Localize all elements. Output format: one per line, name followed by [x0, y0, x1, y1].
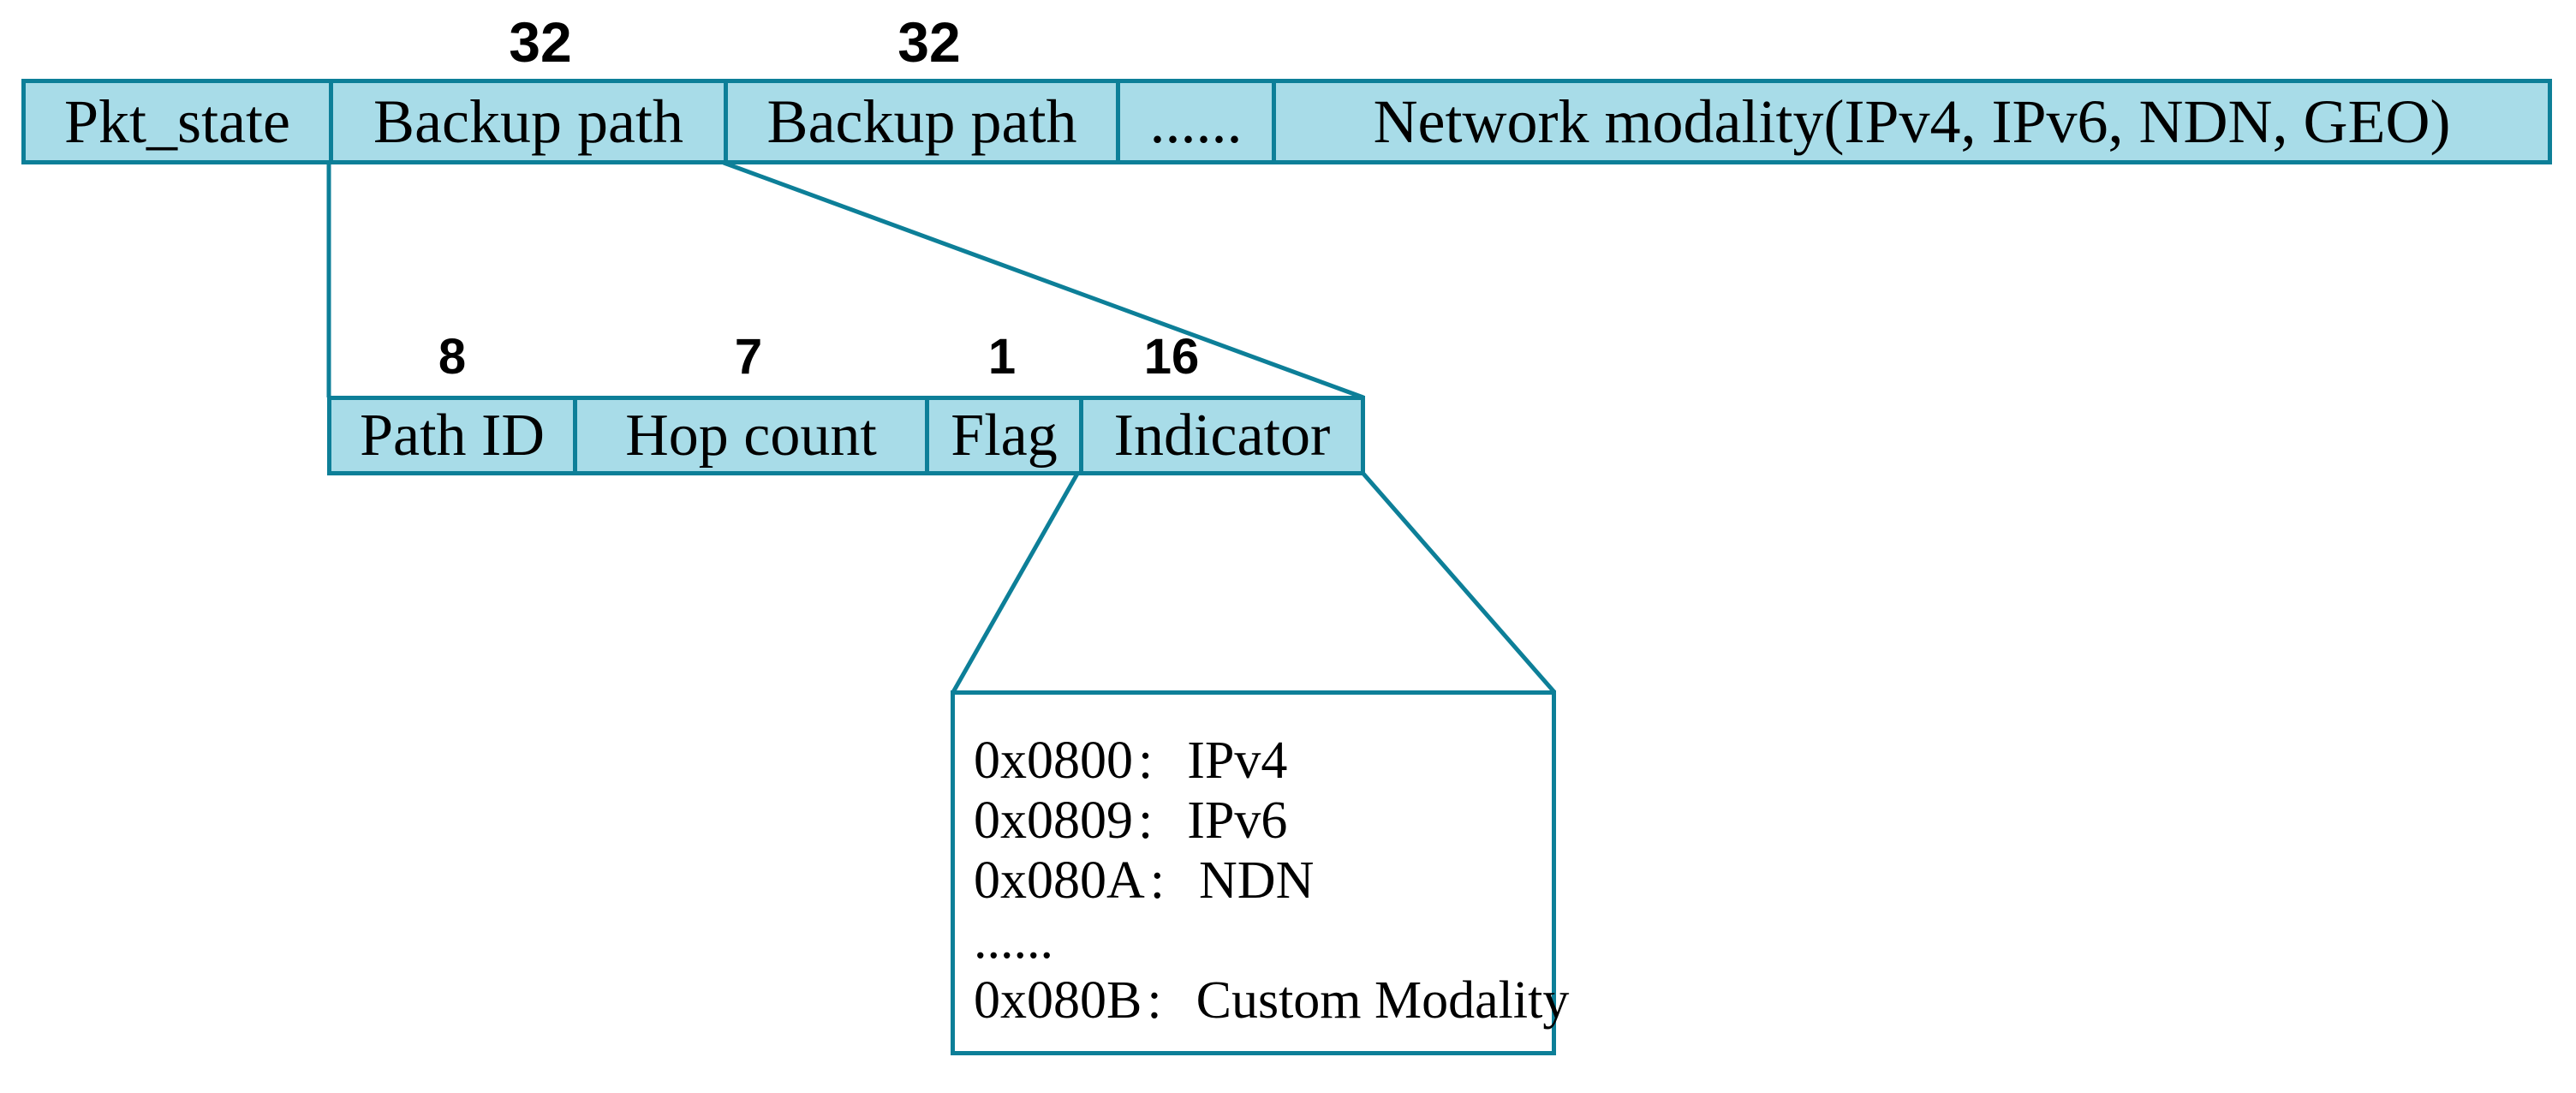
field-label-hop-count: Hop count	[625, 402, 877, 469]
legend-name: IPv6	[1187, 791, 1288, 850]
field-cell-flag: Flag	[925, 400, 1079, 471]
field-label-ellipsis: ......	[1149, 87, 1243, 156]
legend-separator: :	[1147, 971, 1162, 1030]
connector-line-indicator-left	[951, 472, 1080, 694]
field-cell-network-modality: Network modality(IPv4, IPv6, NDN, GEO)	[1272, 83, 2548, 160]
legend-entry-ipv4: 0x0800 : IPv4	[974, 731, 1552, 791]
field-cell-backup-path-1: Backup path	[329, 83, 724, 160]
legend-separator: :	[1138, 732, 1154, 790]
bit-width-label-hop-count: 7	[734, 329, 763, 385]
field-label-pkt-state: Pkt_state	[64, 87, 290, 156]
field-label-flag: Flag	[951, 402, 1058, 469]
legend-code: 0x0800	[974, 732, 1133, 790]
bit-width-label-backup-path-2: 32	[897, 10, 961, 74]
legend-separator: :	[1149, 851, 1166, 910]
legend-entry-ipv6: 0x0809 : IPv6	[974, 791, 1552, 851]
connector-line-backup-right	[723, 160, 1364, 400]
field-cell-backup-path-2: Backup path	[724, 83, 1116, 160]
indicator-legend-box: 0x0800 : IPv4 0x0809 : IPv6 0x080A : NDN…	[951, 690, 1569, 1055]
legend-name: Custom Modality	[1196, 971, 1570, 1030]
bit-width-label-flag: 1	[987, 329, 1017, 385]
legend-entry-ellipsis: ......	[974, 911, 1552, 971]
connector-line-indicator-right	[1362, 472, 1556, 694]
field-label-path-id: Path ID	[360, 402, 545, 469]
field-label-backup-path-1: Backup path	[373, 87, 683, 156]
legend-entry-custom-modality: 0x080B : Custom Modality	[974, 971, 1569, 1030]
legend-code: 0x080A	[974, 851, 1145, 910]
legend-code: ......	[974, 911, 1053, 970]
field-cell-pkt-state: Pkt_state	[26, 83, 329, 160]
legend-code: 0x0809	[974, 791, 1133, 850]
field-cell-ellipsis: ......	[1116, 83, 1272, 160]
legend-name: NDN	[1199, 851, 1315, 910]
field-label-network-modality: Network modality(IPv4, IPv6, NDN, GEO)	[1373, 87, 2451, 156]
legend-name: IPv4	[1187, 732, 1288, 790]
field-label-indicator: Indicator	[1113, 402, 1331, 469]
field-label-backup-path-2: Backup path	[766, 87, 1077, 156]
bit-width-label-backup-path-1: 32	[509, 10, 572, 74]
bit-width-label-indicator: 16	[1143, 329, 1200, 385]
field-cell-path-id: Path ID	[331, 400, 573, 471]
backup-path-detail-row: Path ID Hop count Flag Indicator	[327, 396, 1365, 475]
legend-separator: :	[1138, 791, 1154, 850]
field-cell-hop-count: Hop count	[573, 400, 925, 471]
field-cell-indicator: Indicator	[1079, 400, 1361, 471]
legend-entry-ndn: 0x080A : NDN	[974, 851, 1552, 911]
bit-width-label-path-id: 8	[438, 329, 467, 385]
legend-code: 0x080B	[974, 971, 1142, 1030]
packet-header-row: Pkt_state Backup path Backup path ......…	[21, 79, 2552, 164]
